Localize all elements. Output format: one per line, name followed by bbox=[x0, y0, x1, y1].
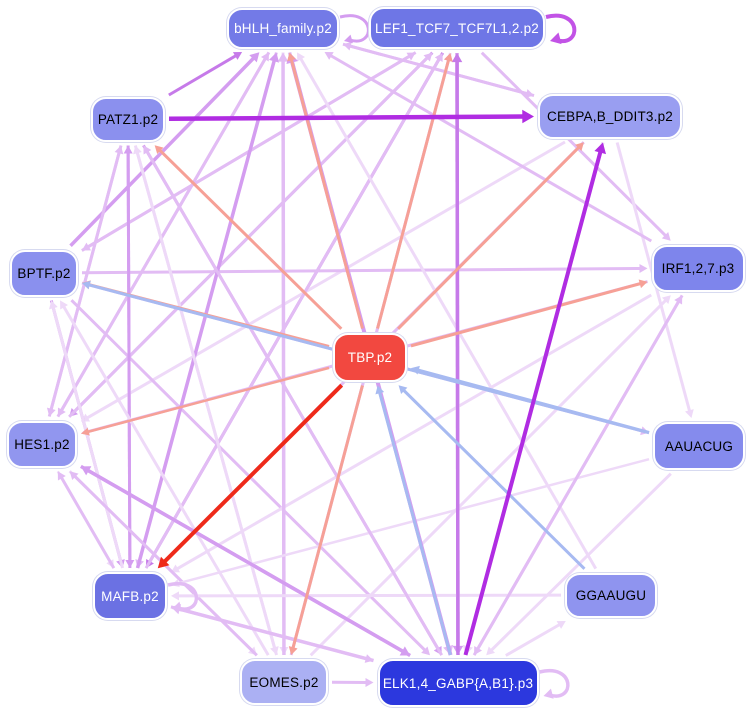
node-patz1[interactable]: PATZ1.p2 bbox=[91, 96, 165, 142]
node-label: MAFB.p2 bbox=[101, 588, 159, 604]
node-label: BPTF.p2 bbox=[17, 265, 71, 281]
node-ggaaugu[interactable]: GGAAUGU bbox=[565, 572, 657, 618]
node-label: IRF1,2,7.p3 bbox=[661, 260, 735, 276]
node-label: PATZ1.p2 bbox=[97, 111, 159, 127]
node-label: LEF1_TCF7_TCF7L1,2.p2 bbox=[374, 20, 540, 36]
node-label: HES1.p2 bbox=[14, 436, 70, 452]
node-bptf[interactable]: BPTF.p2 bbox=[10, 249, 78, 297]
node-aauacug[interactable]: AAUACUG bbox=[653, 422, 745, 470]
node-irf[interactable]: IRF1,2,7.p3 bbox=[651, 244, 745, 292]
node-label: CEBPA,B_DDIT3.p2 bbox=[547, 108, 673, 124]
node-hes1[interactable]: HES1.p2 bbox=[7, 420, 77, 468]
node-label: bHLH_family.p2 bbox=[234, 20, 332, 36]
node-mafb[interactable]: MAFB.p2 bbox=[93, 572, 167, 620]
node-label: GGAAUGU bbox=[575, 587, 647, 603]
node-label: AAUACUG bbox=[664, 438, 734, 454]
node-eomes[interactable]: EOMES.p2 bbox=[240, 659, 328, 705]
node-cebpa[interactable]: CEBPA,B_DDIT3.p2 bbox=[538, 93, 682, 139]
node-label: EOMES.p2 bbox=[249, 674, 319, 690]
node-lef1[interactable]: LEF1_TCF7_TCF7L1,2.p2 bbox=[369, 7, 545, 49]
node-label: ELK1,4_GABP{A,B1}.p3 bbox=[382, 675, 534, 691]
node-bhlh[interactable]: bHLH_family.p2 bbox=[227, 7, 339, 49]
node-elk1[interactable]: ELK1,4_GABP{A,B1}.p3 bbox=[377, 659, 539, 707]
node-label: TBP.p2 bbox=[347, 349, 393, 365]
node-tbp[interactable]: TBP.p2 bbox=[333, 332, 407, 382]
